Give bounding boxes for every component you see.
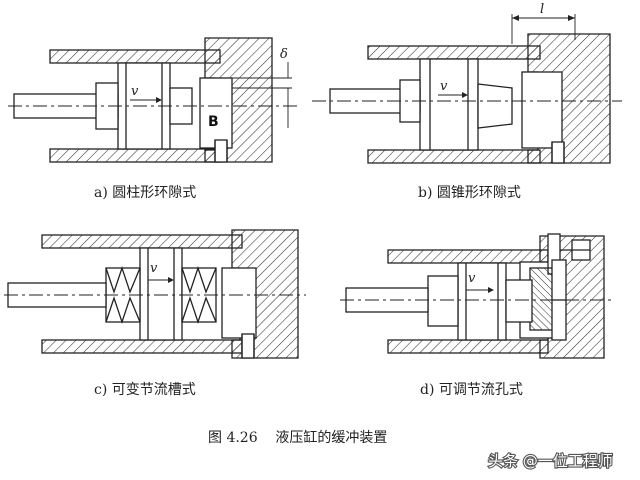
figure-caption: 图 4.26 液压缸的缓冲装置: [208, 429, 387, 446]
panel-a-gap-symbol: δ: [280, 47, 288, 62]
panel-b-velocity-symbol: v: [440, 79, 448, 94]
panel-c-cylinder-diagram: [4, 229, 306, 359]
panel-b-length-symbol: l: [540, 2, 544, 17]
panel-d-velocity-symbol: v: [468, 271, 476, 286]
panel-b-caption: b) 圆锥形环隙式: [418, 185, 521, 201]
panel-b-cylinder-diagram: [312, 14, 622, 164]
panel-c-caption: c) 可变节流槽式: [94, 382, 196, 398]
panel-c-velocity-symbol: v: [150, 261, 158, 276]
watermark-text: 头条 @一位工程师: [488, 452, 613, 470]
panel-a-cylinder-diagram: [8, 37, 300, 163]
panel-a-caption: a) 圆柱形环隙式: [94, 185, 196, 201]
panel-d-caption: d) 可调节流孔式: [420, 382, 523, 398]
panel-a-velocity-symbol: v: [131, 84, 139, 99]
panel-d-cylinder-diagram: [340, 233, 612, 359]
panel-a-chamber-label: B: [208, 114, 219, 130]
panel-a-velocity-arrowhead: [156, 97, 162, 103]
